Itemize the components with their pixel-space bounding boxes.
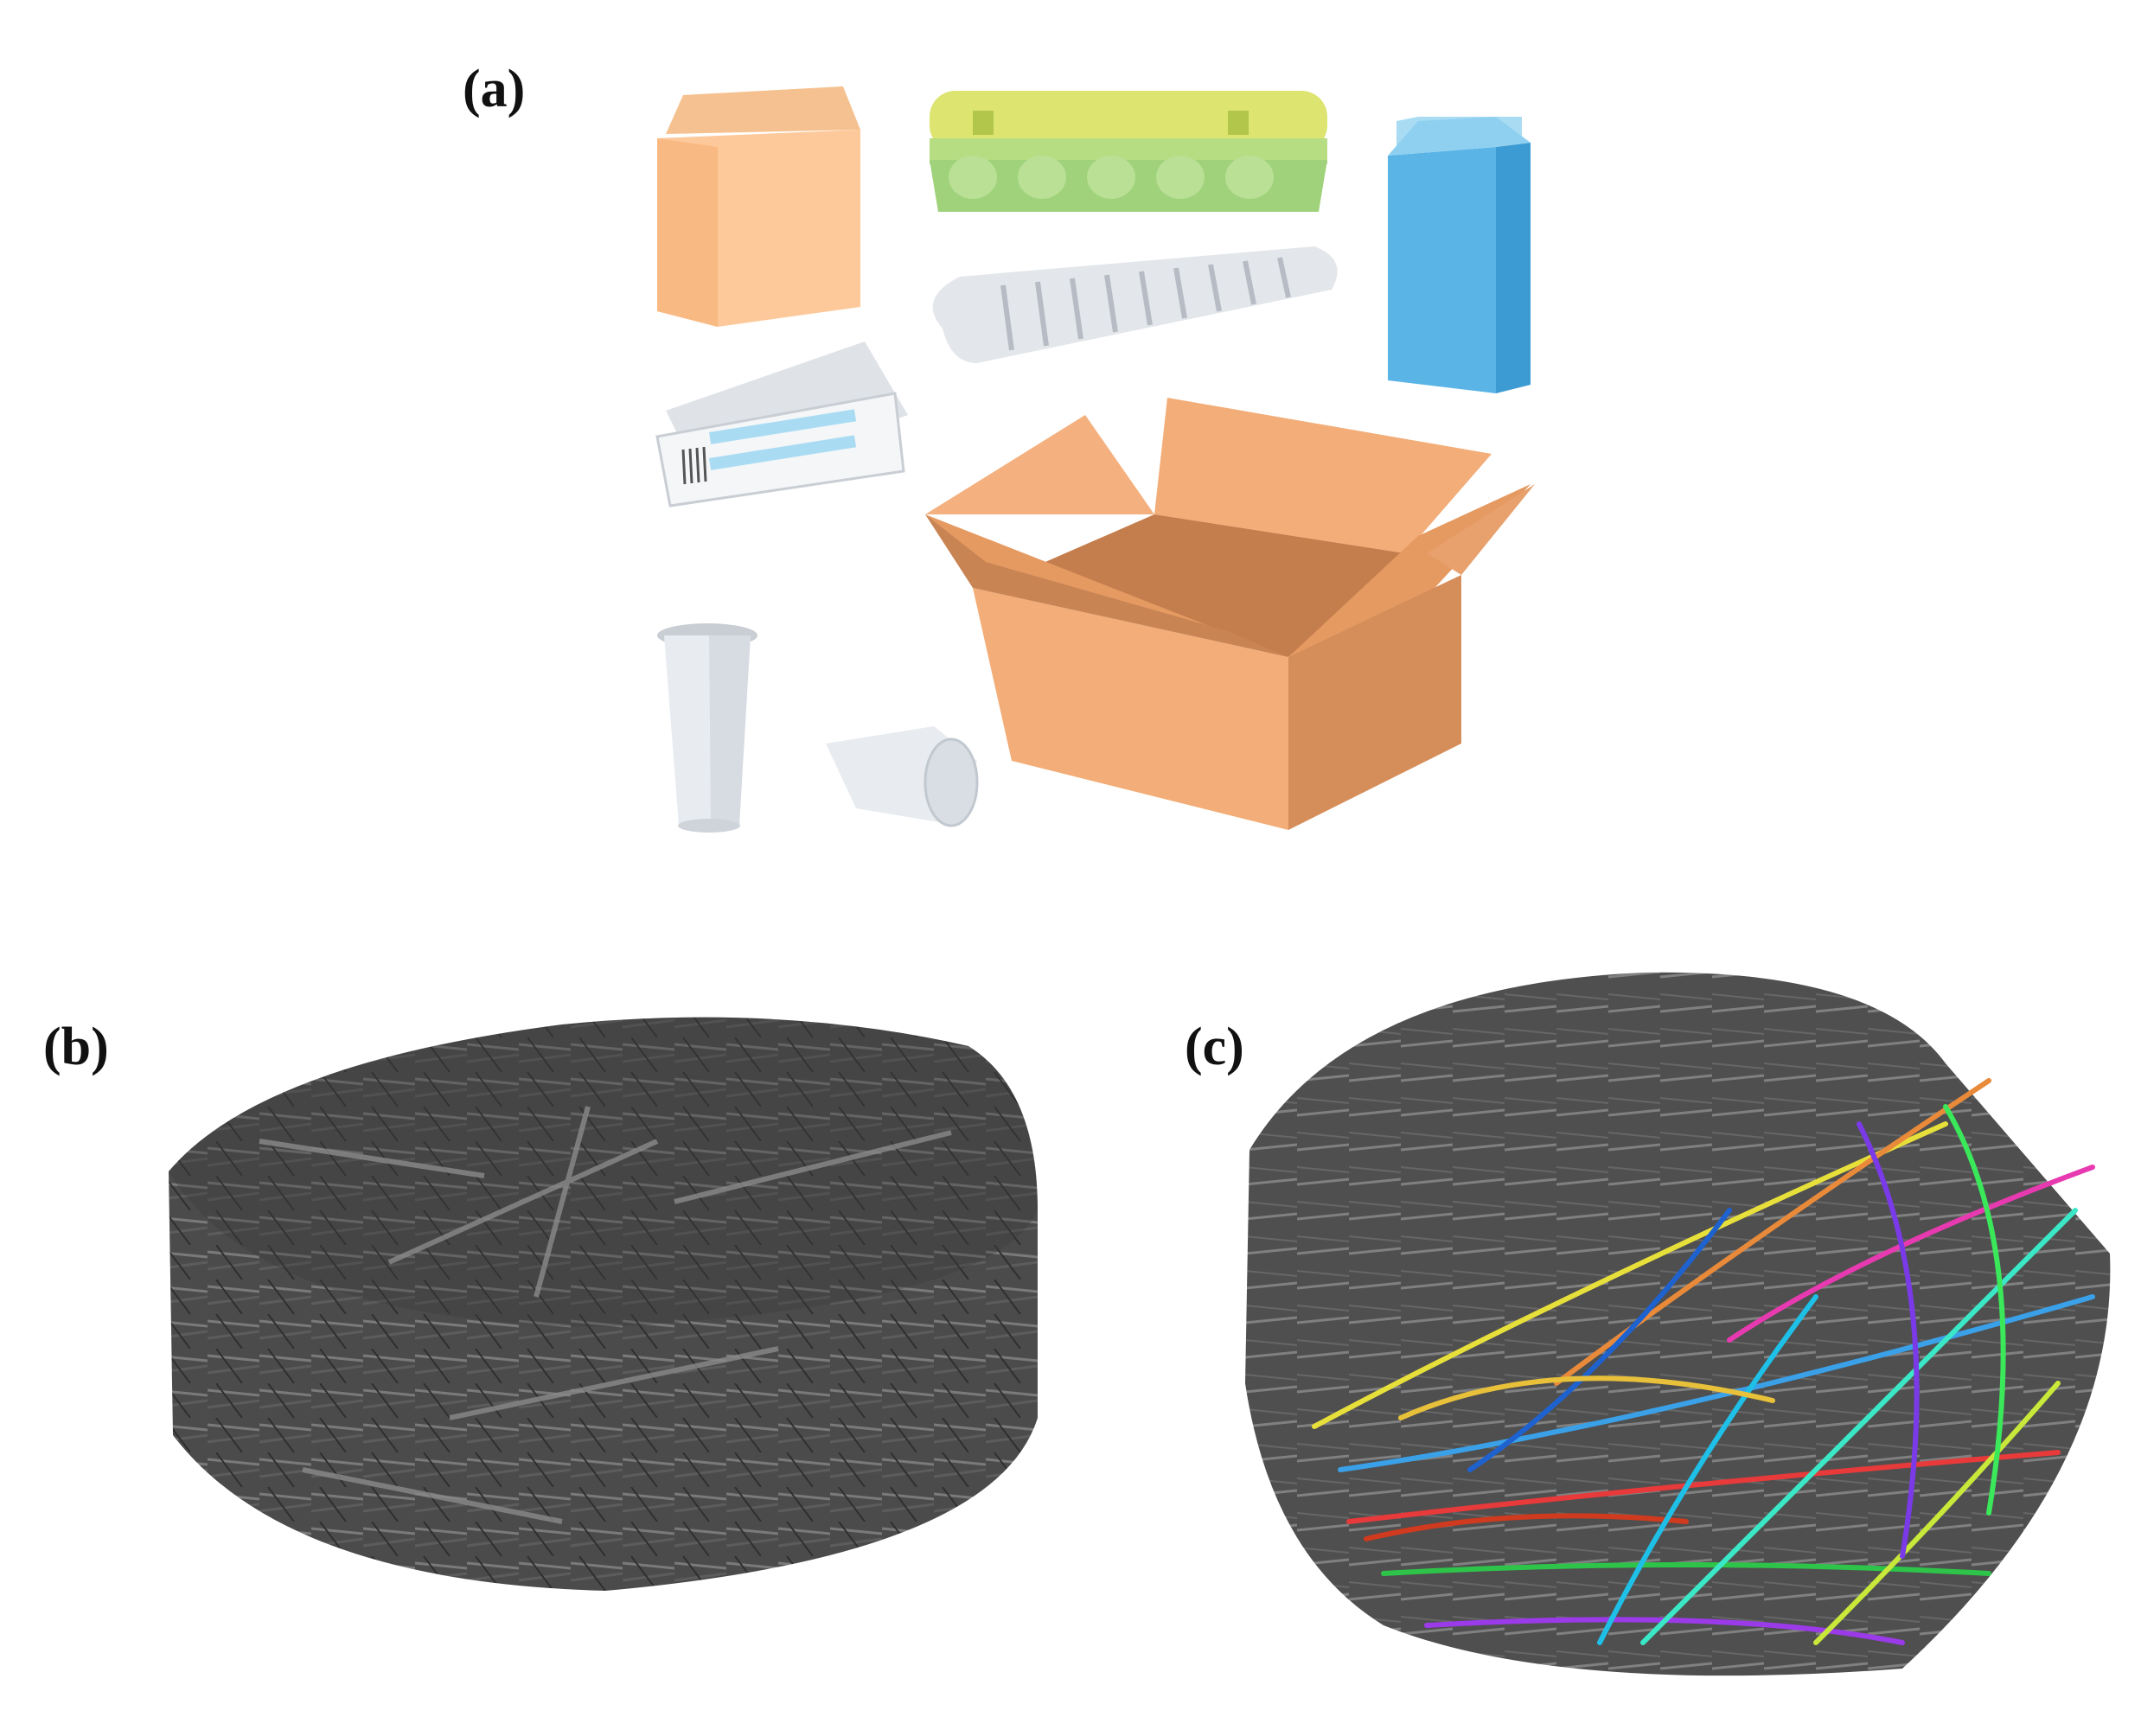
crushed-cup-icon [826,726,979,827]
cardboard-box-icon [925,398,1535,830]
panel-label-c: (c) [1185,1018,1244,1076]
tickets-icon [655,341,908,507]
egg-carton-icon [930,91,1327,212]
paper-cup-icon [657,623,757,833]
segmented-fibers [1312,1078,2095,1645]
paper-bag-icon [657,86,860,327]
panel-a-illustration [655,86,1535,833]
panel-label-a: (a) [463,60,526,118]
panel-label-b: (b) [43,1018,109,1076]
milk-carton-icon [1388,117,1531,393]
newspaper-icon [932,246,1338,363]
